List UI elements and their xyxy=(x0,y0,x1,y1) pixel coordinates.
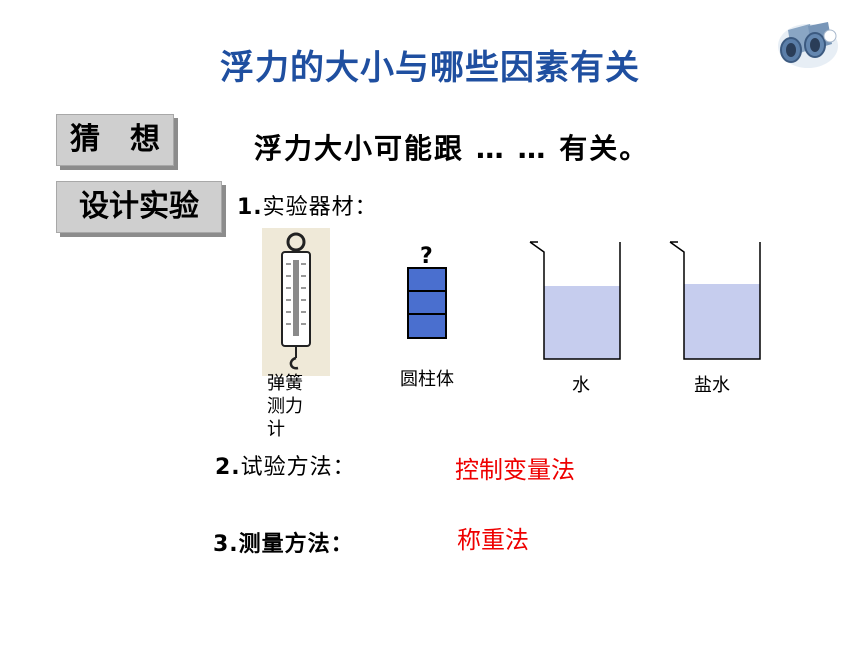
materials-text: 实验器材： xyxy=(262,195,378,220)
guess-tag: 猜 想 xyxy=(56,114,174,166)
measure-label: 3.测量方法： xyxy=(213,526,354,558)
materials-label: 1.实验器材： xyxy=(237,189,378,221)
cylinder-mark: ? xyxy=(420,244,433,269)
method-number: 2. xyxy=(215,455,241,480)
design-tag: 设计实验 xyxy=(56,181,222,233)
method-label: 2.试验方法： xyxy=(215,449,356,481)
method-value: 控制变量法 xyxy=(455,456,575,484)
method-text: 试验方法： xyxy=(240,455,356,480)
water-label: 水 xyxy=(572,375,590,396)
measure-text: 测量方法： xyxy=(238,532,354,557)
salt-water-label: 盐水 xyxy=(694,375,730,396)
salt-water-beaker-image xyxy=(669,241,761,360)
guess-text: 浮力大小可能跟 … … 有关。 xyxy=(254,132,650,165)
cylinder-image xyxy=(407,267,447,339)
binoculars-icon xyxy=(778,22,838,68)
measure-number: 3. xyxy=(213,532,239,557)
page-title: 浮力的大小与哪些因素有关 xyxy=(220,48,640,88)
measure-value: 称重法 xyxy=(457,526,529,554)
spring-scale-label: 弹簧测力计 xyxy=(267,373,303,440)
cylinder-label: 圆柱体 xyxy=(400,369,454,390)
spring-scale-image xyxy=(262,228,330,376)
water-beaker-image xyxy=(529,241,621,360)
materials-number: 1. xyxy=(237,195,263,220)
